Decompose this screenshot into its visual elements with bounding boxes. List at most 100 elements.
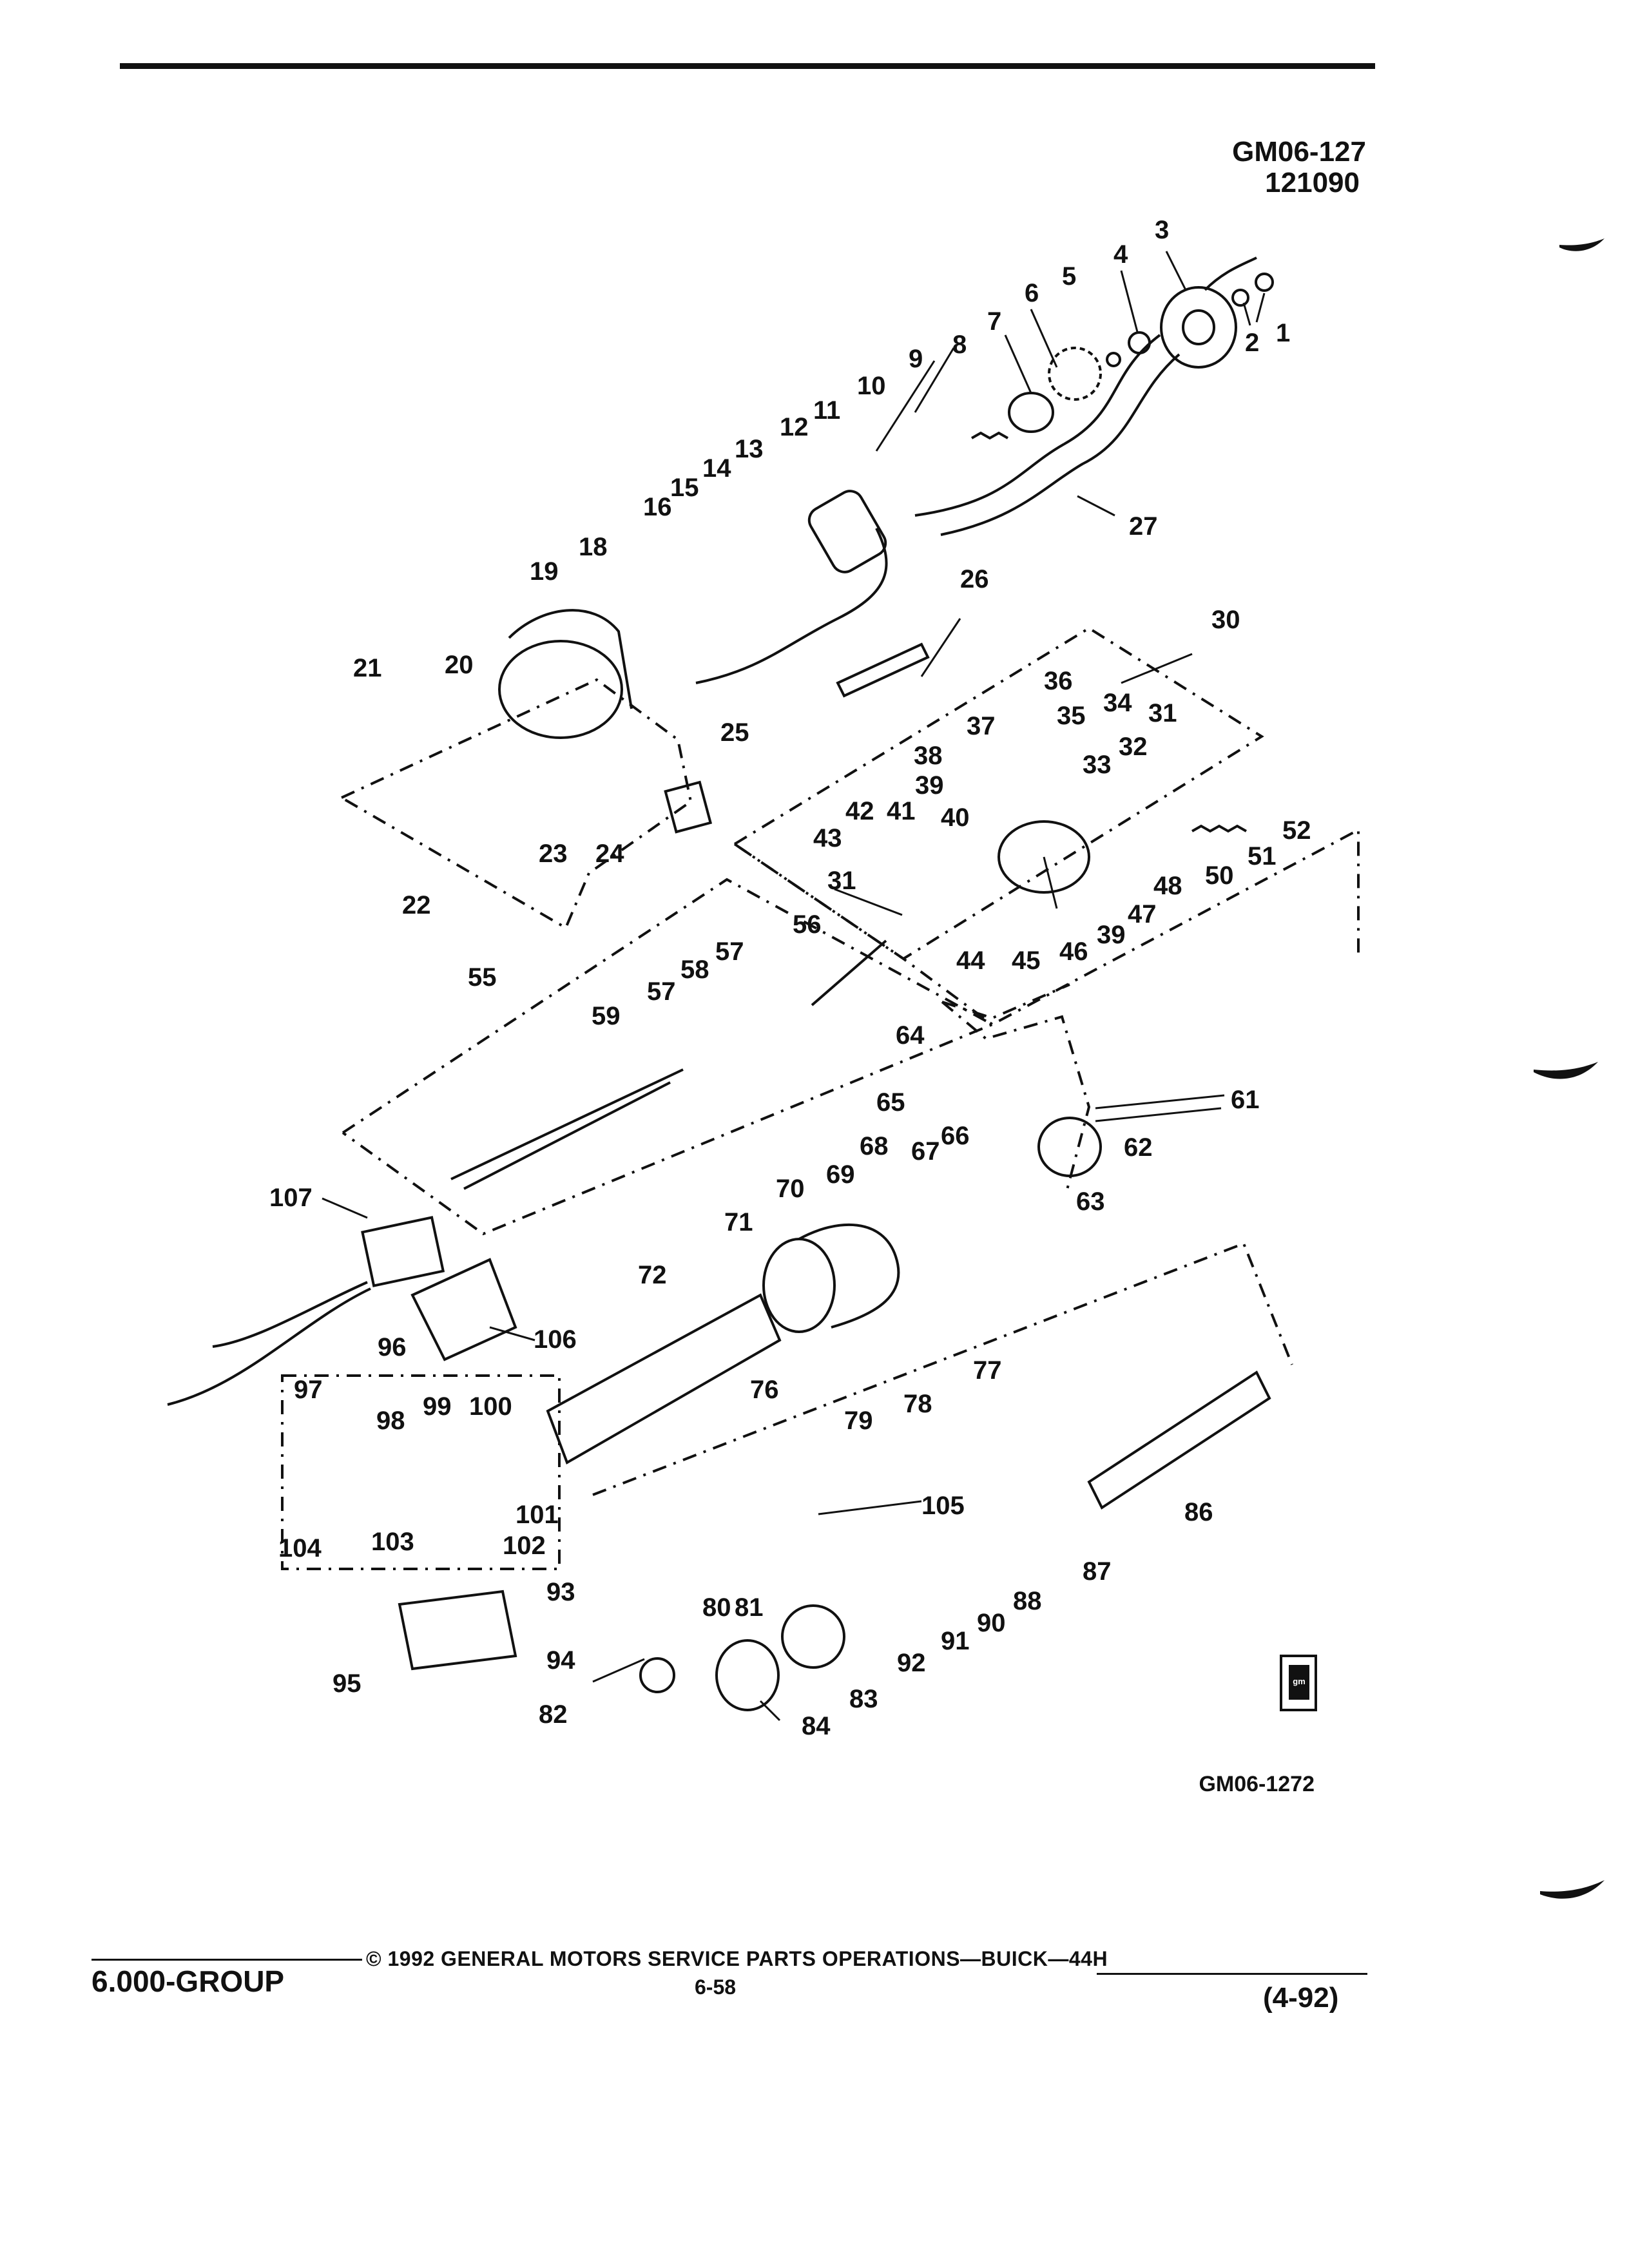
callout-6: 6	[1025, 279, 1039, 307]
callout-94: 94	[546, 1646, 575, 1675]
figure-code-bottom: GM06-1272	[1199, 1772, 1315, 1796]
callout-104: 104	[278, 1534, 322, 1562]
callout-34: 34	[1103, 689, 1132, 717]
callout-22: 22	[402, 891, 431, 919]
callout-51: 51	[1248, 842, 1277, 870]
callout-68: 68	[860, 1132, 889, 1160]
callout-70: 70	[776, 1175, 805, 1203]
top-rule	[120, 63, 1375, 69]
callout-80: 80	[702, 1593, 731, 1622]
callout-38: 38	[914, 742, 943, 770]
callout-45: 45	[1012, 947, 1041, 975]
leader-lines	[322, 251, 1266, 1722]
callout-78: 78	[903, 1390, 932, 1418]
callout-79: 79	[844, 1407, 873, 1435]
callout-90: 90	[977, 1609, 1006, 1637]
callout-50: 50	[1205, 861, 1234, 890]
callout-42: 42	[845, 797, 874, 825]
callout-8: 8	[952, 331, 967, 359]
part-86	[1087, 1370, 1271, 1510]
callout-77: 77	[973, 1356, 1002, 1385]
part-82	[639, 1657, 675, 1693]
callout-81: 81	[735, 1593, 764, 1622]
outline-group-switches	[340, 678, 693, 930]
part-7	[1008, 392, 1054, 433]
callout-27: 27	[1129, 512, 1158, 541]
callout-106: 106	[534, 1325, 577, 1354]
callout-18: 18	[579, 533, 608, 561]
callout-95: 95	[333, 1669, 361, 1698]
callout-63: 63	[1076, 1187, 1105, 1216]
callout-92: 92	[897, 1649, 926, 1677]
part-107	[361, 1216, 445, 1287]
callout-57: 57	[715, 937, 744, 966]
callout-39b: 39	[1097, 921, 1126, 949]
callout-105: 105	[921, 1492, 965, 1520]
figure-code-primary: GM06-127	[1232, 136, 1366, 168]
callout-56: 56	[793, 910, 822, 939]
callout-44: 44	[956, 947, 985, 975]
part-26	[836, 642, 930, 698]
part-4	[1128, 331, 1151, 354]
part-63	[1037, 1117, 1102, 1177]
callout-46: 46	[1059, 937, 1088, 966]
footer-date: (4-92)	[1263, 1982, 1339, 2013]
part-71	[762, 1238, 836, 1333]
callout-41: 41	[887, 797, 916, 825]
callout-labels: 1 2 3 4 5 6 7 8 9 10 11 12 13 14 15 16 1…	[269, 216, 1311, 1740]
callout-66: 66	[941, 1122, 970, 1150]
callout-19: 19	[530, 557, 559, 586]
part-6	[1048, 347, 1102, 401]
callout-11: 11	[813, 396, 840, 425]
callout-76: 76	[750, 1376, 779, 1404]
callout-14: 14	[702, 454, 731, 483]
callout-69: 69	[826, 1160, 855, 1189]
callout-82: 82	[539, 1700, 568, 1729]
footer-rule-right	[1097, 1973, 1367, 1975]
callout-2: 2	[1245, 329, 1259, 357]
callout-99: 99	[423, 1392, 452, 1421]
callout-96: 96	[378, 1333, 407, 1361]
callout-61: 61	[1231, 1086, 1260, 1114]
callout-43: 43	[813, 824, 842, 852]
part-1	[1255, 273, 1274, 292]
callout-97: 97	[294, 1376, 323, 1404]
callout-58: 58	[680, 956, 709, 984]
callout-10: 10	[857, 372, 886, 400]
footer-group-label: 6.000-GROUP	[92, 1965, 285, 1998]
callout-72: 72	[638, 1261, 667, 1289]
callout-30: 30	[1211, 606, 1240, 634]
logo-lettering: gm	[1293, 1677, 1306, 1686]
callout-40: 40	[941, 803, 970, 832]
outline-group-46	[733, 827, 1360, 1026]
callout-15: 15	[670, 474, 699, 502]
part-12-cable	[695, 528, 888, 684]
callout-107: 107	[269, 1184, 313, 1212]
callout-55: 55	[468, 963, 497, 992]
callout-71: 71	[724, 1208, 753, 1236]
callout-102: 102	[503, 1532, 546, 1560]
outline-group-96	[281, 1374, 561, 1570]
callout-9: 9	[909, 345, 923, 373]
callout-62: 62	[1124, 1133, 1153, 1162]
callout-1: 1	[1276, 319, 1290, 347]
part-56	[811, 939, 887, 1006]
callout-59: 59	[592, 1002, 621, 1030]
callout-37: 37	[967, 712, 996, 740]
callout-26: 26	[960, 565, 989, 593]
callout-25: 25	[720, 718, 749, 747]
callout-48: 48	[1153, 872, 1182, 900]
callout-36: 36	[1044, 667, 1073, 695]
outline-group-61b	[941, 983, 1070, 1020]
callout-87: 87	[1083, 1557, 1112, 1586]
callout-98: 98	[376, 1407, 405, 1435]
callout-23: 23	[539, 840, 568, 868]
callout-32: 32	[1119, 733, 1148, 761]
part-3-wire	[1204, 256, 1257, 291]
footer-page-number: 6-58	[695, 1975, 737, 1999]
callout-84: 84	[802, 1712, 831, 1740]
figure-code-date: 121090	[1265, 167, 1360, 198]
callout-47: 47	[1128, 900, 1157, 928]
callout-35: 35	[1057, 702, 1086, 730]
